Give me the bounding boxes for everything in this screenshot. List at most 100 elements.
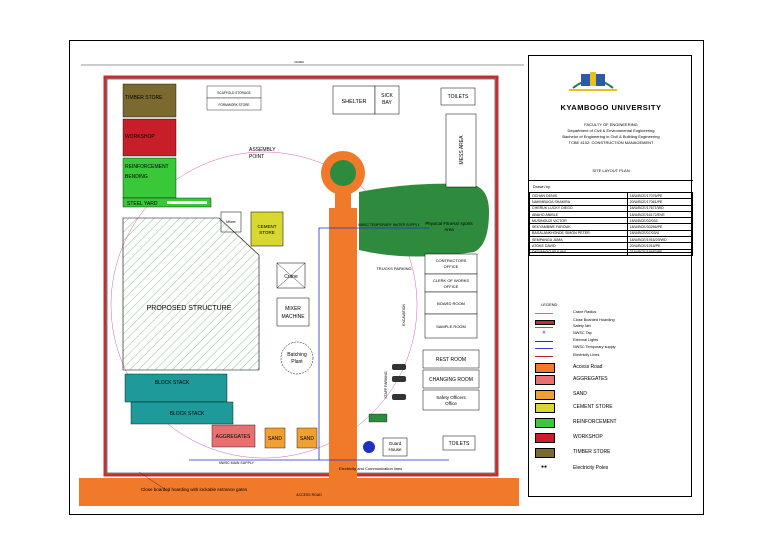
sand-2: [296, 427, 318, 449]
mixer-machine: [276, 297, 310, 327]
roundabout-island: [330, 160, 356, 186]
legend-label: AGGREGATES: [573, 376, 608, 382]
trucks-parking-label: TRUCKS PARKING: [376, 266, 411, 271]
legend-symbol-icon: [535, 320, 555, 325]
mess-area-label: MESS AREA: [459, 135, 465, 165]
mixer-machine-label-2: MACHINE: [281, 314, 305, 320]
mixer-small-label: Mixer: [226, 219, 236, 224]
legend-label: Access Road: [573, 364, 603, 370]
safety-officers-label-2: Office: [445, 401, 457, 406]
changing-room: [422, 369, 480, 389]
sand-2-label: SAND: [300, 436, 314, 442]
legend-label: REINFORCEMENT: [573, 419, 617, 425]
site-plan: 110000 Physical Fitness/ sports Area TIM…: [79, 60, 524, 506]
batching-plant: [280, 341, 314, 375]
batching-plant-label: Batching: [287, 352, 307, 358]
faculty-info: FACULTY OF ENGINEERING Department of Civ…: [533, 122, 689, 146]
block-stack-2: [130, 401, 234, 425]
excavation-label: EXCAVATION: [402, 304, 406, 326]
legend-label: Crane Radius: [573, 310, 597, 314]
crane-radius: [110, 151, 418, 459]
legend-symbol-icon: [535, 375, 555, 385]
physical-fitness-area: [359, 183, 489, 257]
workshop: [122, 118, 177, 157]
safety-sign: [368, 413, 388, 423]
legend-symbol-icon: ✕: [541, 330, 547, 336]
university-logo-icon: [563, 62, 623, 96]
board-room-label: BOARD ROOM: [437, 301, 465, 306]
access-road: [79, 478, 519, 506]
sick-bay-label: SICK: [381, 93, 393, 99]
shelter-label: SHELTER: [342, 99, 367, 105]
road-junction: [305, 478, 381, 490]
reinforcement-bending: [122, 157, 177, 199]
car-3: [392, 394, 406, 400]
legend-label: External Lights: [573, 338, 599, 342]
rest-room-label: REST ROOM: [436, 357, 466, 363]
formwork-store-label: FORMWORK STORE: [218, 103, 249, 107]
clerk-works-label: CLERK OF WORKS: [433, 278, 470, 283]
cement-store-label-2: STORE: [259, 230, 274, 235]
sick-bay: [374, 85, 400, 115]
clerk-works-label-2: OFFICE: [444, 284, 459, 289]
legend-symbol-icon: [535, 433, 555, 443]
legend-symbol-icon: [535, 418, 555, 428]
toilets-top: [440, 87, 476, 106]
block-stack-1: [124, 373, 228, 403]
legend-label: Electricity Poles: [573, 465, 609, 471]
drawing-sheet-border: [69, 40, 704, 515]
guard-house-label-2: House: [388, 447, 402, 452]
university-name: KYAMBOGO UNIVERSITY: [560, 103, 662, 112]
nwsc-temporary-supply-line: [318, 227, 429, 460]
aggregates: [211, 424, 256, 448]
car-2: [392, 376, 406, 382]
legend-label: NWSC Temporary supply: [573, 345, 616, 349]
workshop-label: WORKSHOP: [125, 134, 155, 140]
sand-1-label: SAND: [268, 436, 282, 442]
hoarding-note-label: Close boarded hoarding with lockable ent…: [141, 487, 248, 492]
site-boundary: [106, 78, 496, 474]
toilets-bottom-label: TOILETS: [449, 441, 470, 447]
legend-symbol-icon: [535, 448, 555, 458]
legend-symbol-icon: [535, 348, 553, 349]
title-block: KYAMBOGO UNIVERSITY FACULTY OF ENGINEERI…: [528, 55, 694, 497]
batching-plant-label-2: Plant: [291, 359, 303, 365]
electricity-line-label: Electricity and Communication lines: [339, 466, 402, 471]
scaffold-storage-label: SCAFFOLD STORAGE: [217, 91, 250, 95]
guard-house-label: Guard: [389, 441, 402, 446]
legend-label: Electricity Lines: [573, 353, 600, 357]
legend-symbol-icon: [535, 313, 553, 314]
contractors-office-label: CONTRACTORS: [436, 258, 467, 263]
legend-label: WORKSHOP: [573, 434, 603, 440]
legend-symbol-icon: [535, 327, 553, 328]
block-stack-1-label: BLOCK STACK: [155, 380, 190, 386]
assembly-point-label: ASSEMBLY: [249, 147, 276, 153]
legend-symbol-icon: [535, 403, 555, 413]
toilets-bottom: [442, 435, 476, 451]
nwsc-supply-label: NWSC MAIN SUPPLY: [219, 461, 255, 465]
programme-line: Bachelor of Engineering in Civil & Build…: [562, 134, 660, 139]
toilets-top-label: TOILETS: [448, 94, 469, 100]
legend-symbol-icon: [535, 390, 555, 400]
car-1: [392, 364, 406, 370]
proposed-structure: [122, 217, 260, 371]
steel-yard-strip: [167, 201, 207, 204]
shelter: [332, 85, 376, 115]
legend-label: TIMBER STORE: [573, 449, 611, 455]
assembly-point-label-2: POINT: [249, 154, 264, 160]
changing-room-label: CHANGING ROOM: [429, 377, 473, 383]
drawn-by-label: Drawn by:: [533, 184, 552, 189]
divider: [529, 252, 693, 253]
proposed-structure-label: PROPOSED STRUCTURE: [147, 305, 232, 312]
legend-label: Close Boarded Hoarding: [573, 318, 615, 322]
legend-symbol-icon: [535, 356, 553, 357]
physical-fitness-label: Physical Fitness/ sports: [425, 221, 473, 226]
rest-room: [422, 349, 480, 369]
access-road-label: ACCESS ROAD: [296, 493, 322, 497]
crane-cross-2: [276, 262, 306, 289]
safety-officers-label: Safety Officers: [436, 395, 466, 400]
legend-label: SAND: [573, 391, 587, 397]
formwork-store: [206, 97, 262, 111]
legend-symbol-icon: [535, 341, 553, 342]
